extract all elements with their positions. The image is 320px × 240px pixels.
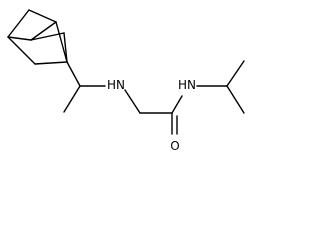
- bond-cage-5: [7, 36, 36, 65]
- bond-cage-2: [28, 9, 57, 23]
- bond-n1-to-ch2: [124, 89, 141, 114]
- bond-cage-3: [55, 21, 68, 63]
- bond-cage-7: [30, 21, 57, 41]
- molecule-structure: HN HN O: [7, 9, 245, 153]
- norbornane-ring: [7, 9, 68, 65]
- bond-ring-to-ch: [66, 61, 81, 87]
- bond-cage-4: [34, 61, 68, 65]
- side-chain: [63, 60, 245, 135]
- bond-ch-methyl-down: [226, 85, 245, 114]
- amide-nitrogen-label: HN: [178, 78, 196, 92]
- carbonyl-oxygen-label: O: [170, 139, 179, 153]
- bond-cage-6: [7, 36, 32, 41]
- bond-co-to-n2: [171, 95, 183, 114]
- bond-ch-methyl-up: [226, 60, 245, 87]
- secondary-amine-label: HN: [107, 78, 125, 92]
- bond-cage-1: [7, 9, 30, 38]
- bond-cage-8: [30, 32, 65, 41]
- bond-cage-9: [63, 32, 68, 63]
- bond-ch-methyl: [63, 85, 81, 113]
